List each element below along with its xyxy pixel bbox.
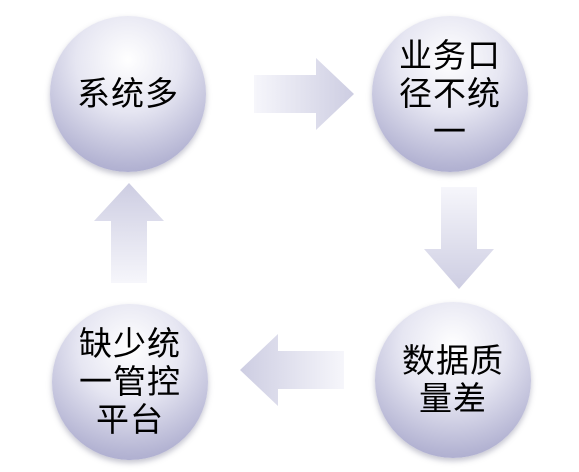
arrow-left-icon (240, 334, 344, 406)
node-poor-data-quality: 数据质量差 (375, 302, 531, 458)
arrow-down-icon (424, 187, 494, 289)
arrow-right-icon (254, 58, 354, 130)
node-label: 数据质量差 (402, 341, 504, 418)
arrow-up-icon (94, 183, 164, 283)
node-label: 缺少统一管控平台 (79, 324, 181, 439)
node-no-unified-platform: 缺少统一管控平台 (52, 304, 208, 460)
node-label: 系统多 (77, 74, 179, 113)
node-inconsistent-business-definitions: 业务口径不统一 (372, 16, 528, 172)
node-many-systems: 系统多 (50, 16, 206, 172)
node-label: 业务口径不统一 (399, 36, 501, 151)
